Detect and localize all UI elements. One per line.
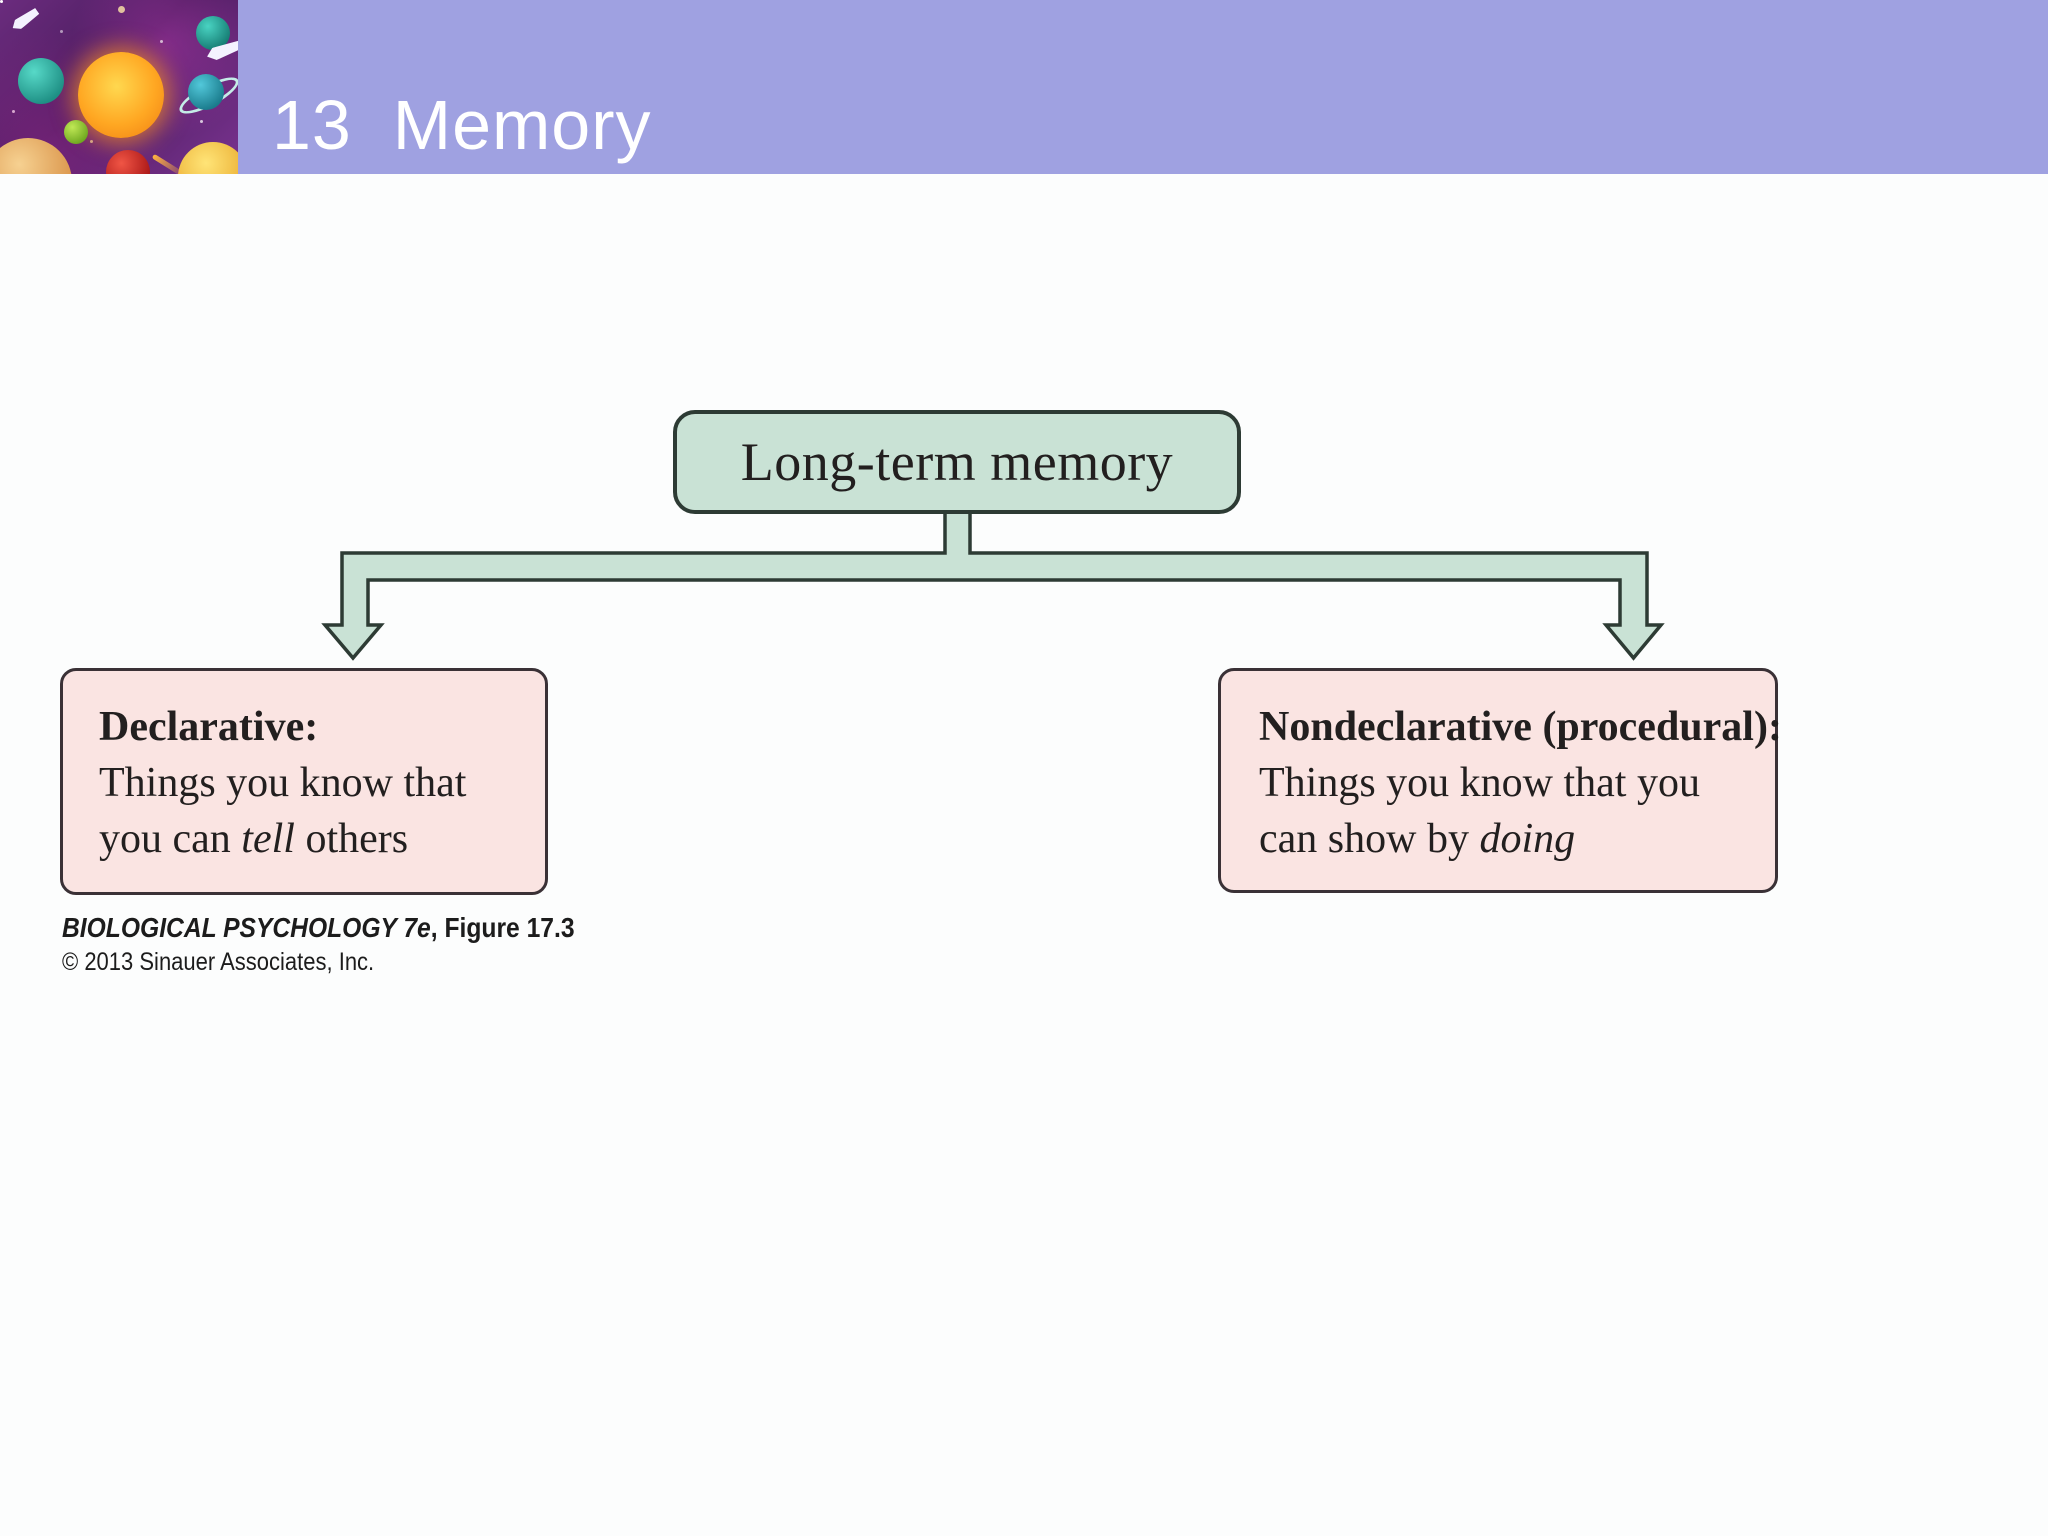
planet-icon bbox=[188, 74, 224, 110]
node-long-term-memory: Long-term memory bbox=[673, 410, 1241, 514]
text-segment: you can bbox=[99, 816, 242, 862]
planet-icon bbox=[0, 138, 72, 174]
slide-title: 13 Memory bbox=[272, 86, 652, 164]
sun-icon bbox=[78, 52, 164, 138]
planet-icon bbox=[18, 58, 64, 104]
node-text-line: Things you know that you bbox=[1259, 760, 1700, 806]
node-label: Long-term memory bbox=[740, 432, 1174, 492]
credit-figure-ref: , Figure 17.3 bbox=[430, 912, 575, 943]
planet-icon bbox=[106, 150, 150, 174]
node-text-line: Things you know that bbox=[99, 760, 467, 806]
rocket-icon bbox=[10, 6, 41, 32]
text-segment-italic: doing bbox=[1479, 816, 1576, 862]
planet-icon bbox=[178, 142, 238, 174]
node-text-line: you can tell others bbox=[99, 811, 525, 867]
text-segment: others bbox=[294, 816, 409, 862]
text-segment-italic: tell bbox=[241, 816, 295, 862]
arrow-connector-shape bbox=[321, 508, 1665, 661]
node-nondeclarative: Nondeclarative (procedural): Things you … bbox=[1218, 668, 1782, 893]
planet-icon bbox=[64, 120, 88, 144]
planet-icon bbox=[196, 16, 230, 50]
node-declarative: Declarative: Things you know that you ca… bbox=[60, 668, 548, 895]
node-text-line: can show by doing bbox=[1259, 811, 1765, 867]
node-title: Declarative: bbox=[99, 704, 319, 750]
header-bar: 13 Memory bbox=[0, 0, 2048, 174]
text-segment: can show by bbox=[1259, 816, 1480, 862]
credit-book-title: BIOLOGICAL PSYCHOLOGY 7e bbox=[62, 912, 431, 943]
figure-credit: BIOLOGICAL PSYCHOLOGY 7e, Figure 17.3 © … bbox=[62, 910, 575, 978]
credit-copyright: © 2013 Sinauer Associates, Inc. bbox=[62, 948, 375, 976]
credit-source-line: BIOLOGICAL PSYCHOLOGY 7e, Figure 17.3 bbox=[62, 910, 575, 946]
node-title: Nondeclarative (procedural): bbox=[1259, 704, 1782, 750]
stars-icon bbox=[0, 0, 3, 3]
space-illustration-thumbnail bbox=[0, 0, 238, 174]
